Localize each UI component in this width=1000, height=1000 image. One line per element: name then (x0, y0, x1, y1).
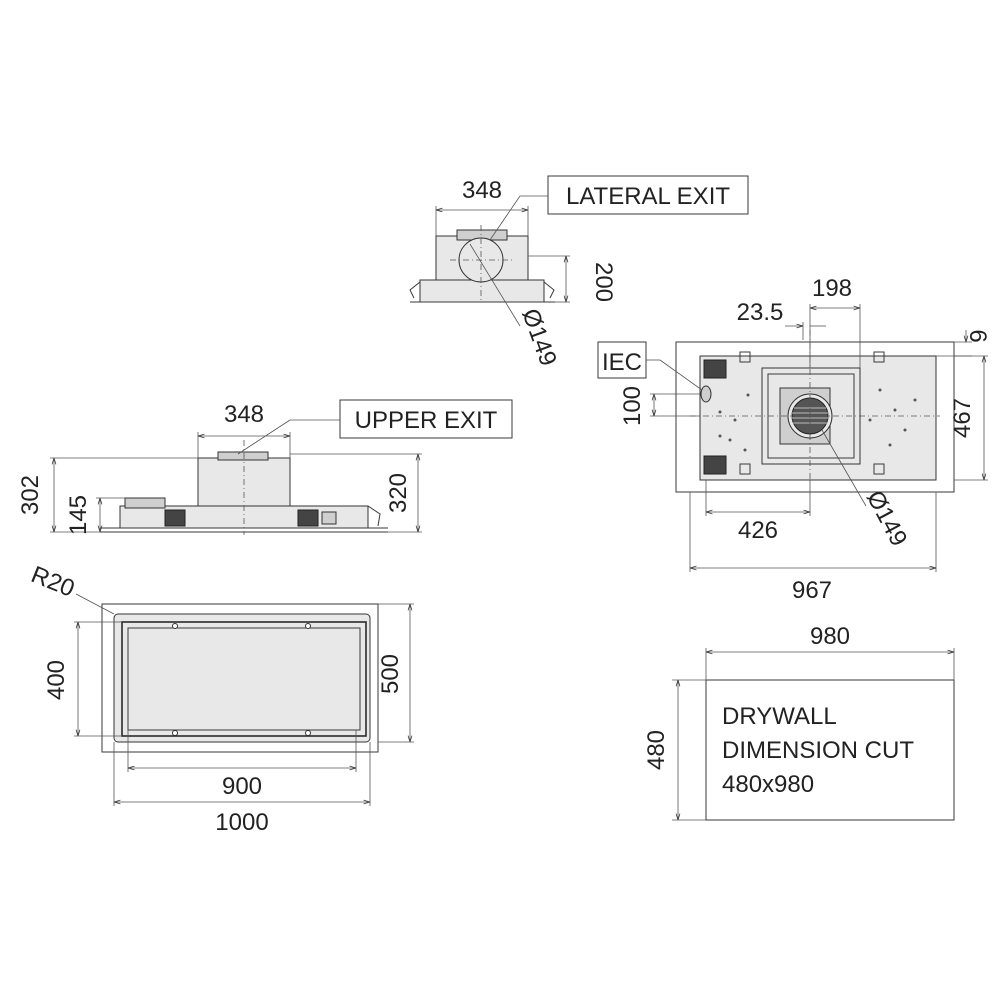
top-967-label: 967 (792, 577, 832, 604)
front-1000-label: 1000 (215, 809, 268, 836)
upper-clamp-right (297, 509, 319, 527)
drywall-line1: DRYWALL (722, 703, 837, 730)
upper-height-total-label: 302 (17, 475, 44, 515)
drywall-line2: DIMENSION CUT (722, 737, 914, 764)
top-view: 198 23.5 6 467 IEC 100 426 967 (597, 275, 991, 604)
front-view: R20 400 500 900 1000 (27, 561, 414, 836)
upper-height-right-label: 320 (385, 473, 412, 513)
upper-clamp-left (164, 509, 186, 527)
drywall-width-label: 980 (810, 623, 850, 650)
top-198-label: 198 (812, 275, 852, 302)
top-467-label: 467 (949, 398, 976, 438)
front-outer (101, 603, 379, 753)
iec-label: IEC (602, 349, 642, 376)
top-outer-frame (675, 341, 955, 493)
drywall-line3: 480x980 (722, 771, 814, 798)
upper-exit-label: UPPER EXIT (355, 407, 498, 434)
upper-exit-box (339, 399, 513, 439)
lateral-exit-view: 348 LATERAL EXIT 200 Ø149 (409, 175, 749, 370)
upper-height-small-label: 145 (65, 495, 92, 535)
top-23-5-label: 23.5 (737, 299, 784, 326)
lateral-exit-label: LATERAL EXIT (566, 183, 730, 210)
upper-width-label: 348 (224, 401, 264, 428)
front-900-label: 900 (222, 773, 262, 800)
lateral-exit-box (547, 175, 749, 215)
lateral-width-label: 348 (462, 177, 502, 204)
front-500-label: 500 (377, 654, 404, 694)
lateral-diameter-label: Ø149 (516, 305, 561, 369)
iec-socket (700, 385, 712, 403)
upper-collar (217, 451, 269, 461)
drywall-height-label: 480 (643, 730, 670, 770)
upper-bracket (321, 511, 337, 525)
drywall-rect (705, 679, 955, 821)
top-diameter-label: Ø149 (861, 486, 912, 551)
top-100-label: 100 (619, 386, 646, 426)
top-426-label: 426 (738, 517, 778, 544)
top-6-label: 6 (964, 329, 991, 342)
drywall-cut: DRYWALL DIMENSION CUT 480x980 980 480 (643, 623, 955, 821)
upper-box-left (124, 497, 166, 509)
front-glass (121, 621, 367, 737)
upper-exit-view: 348 UPPER EXIT 302 145 320 (17, 399, 513, 535)
lateral-height-label: 200 (590, 262, 617, 302)
front-radius-label: R20 (27, 561, 78, 603)
lateral-base-plate (419, 279, 545, 303)
front-400-label: 400 (43, 660, 70, 700)
front-frame (113, 613, 371, 743)
